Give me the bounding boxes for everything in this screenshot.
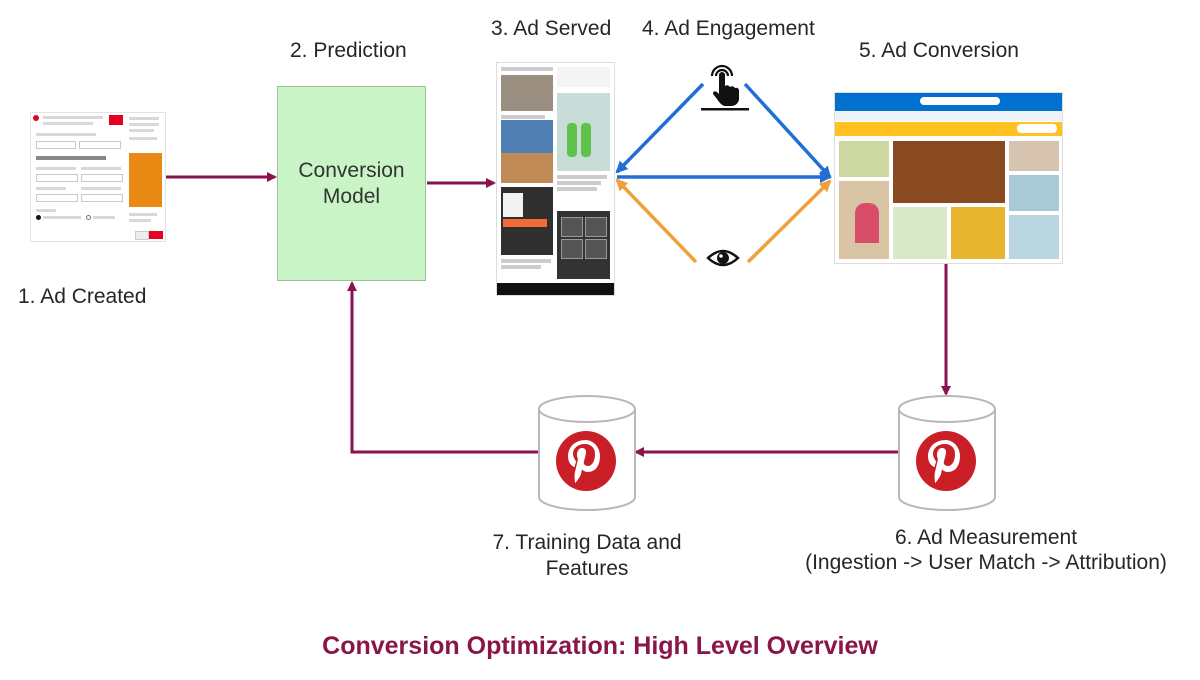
ad-creation-form-thumbnail <box>30 112 166 242</box>
model-label-line2: Model <box>322 184 381 208</box>
step-prediction-label: 2. Prediction <box>290 39 407 62</box>
step-ad-conversion-label: 5. Ad Conversion <box>859 39 1019 62</box>
step-ad-created-label: 1. Ad Created <box>18 285 147 308</box>
pinterest-logo-icon <box>555 430 617 492</box>
arrow-click-to-conversion <box>743 82 832 179</box>
arrow-click-to-served <box>615 82 705 174</box>
ad-served-phone-thumbnail <box>496 62 615 296</box>
pinterest-logo-icon <box>915 430 977 492</box>
training-line2: Features <box>545 557 629 580</box>
step-training-data-label: 7. Training Data and Features <box>472 530 702 582</box>
arrow-training-to-model <box>347 281 539 454</box>
eye-icon <box>706 246 740 270</box>
step-ad-engagement-label: 4. Ad Engagement <box>642 17 815 40</box>
training-line1: 7. Training Data and <box>492 531 682 554</box>
pointing-hand-click-icon <box>700 62 750 112</box>
ad-measurement-line1: 6. Ad Measurement <box>894 526 1078 549</box>
ad-conversion-site-thumbnail <box>834 92 1063 264</box>
model-label-line1: Conversion <box>298 158 405 182</box>
arrow-view-to-conversion <box>746 179 832 264</box>
step-ad-served-label: 3. Ad Served <box>491 17 612 40</box>
arrow-view-to-served <box>615 178 698 264</box>
diagram-title: Conversion Optimization: High Level Over… <box>322 632 878 660</box>
step-ad-measurement-label: 6. Ad Measurement (Ingestion -> User Mat… <box>796 525 1176 575</box>
ad-measurement-line2: (Ingestion -> User Match -> Attribution) <box>805 551 1167 574</box>
conversion-model-box: Conversion Model <box>277 86 426 281</box>
